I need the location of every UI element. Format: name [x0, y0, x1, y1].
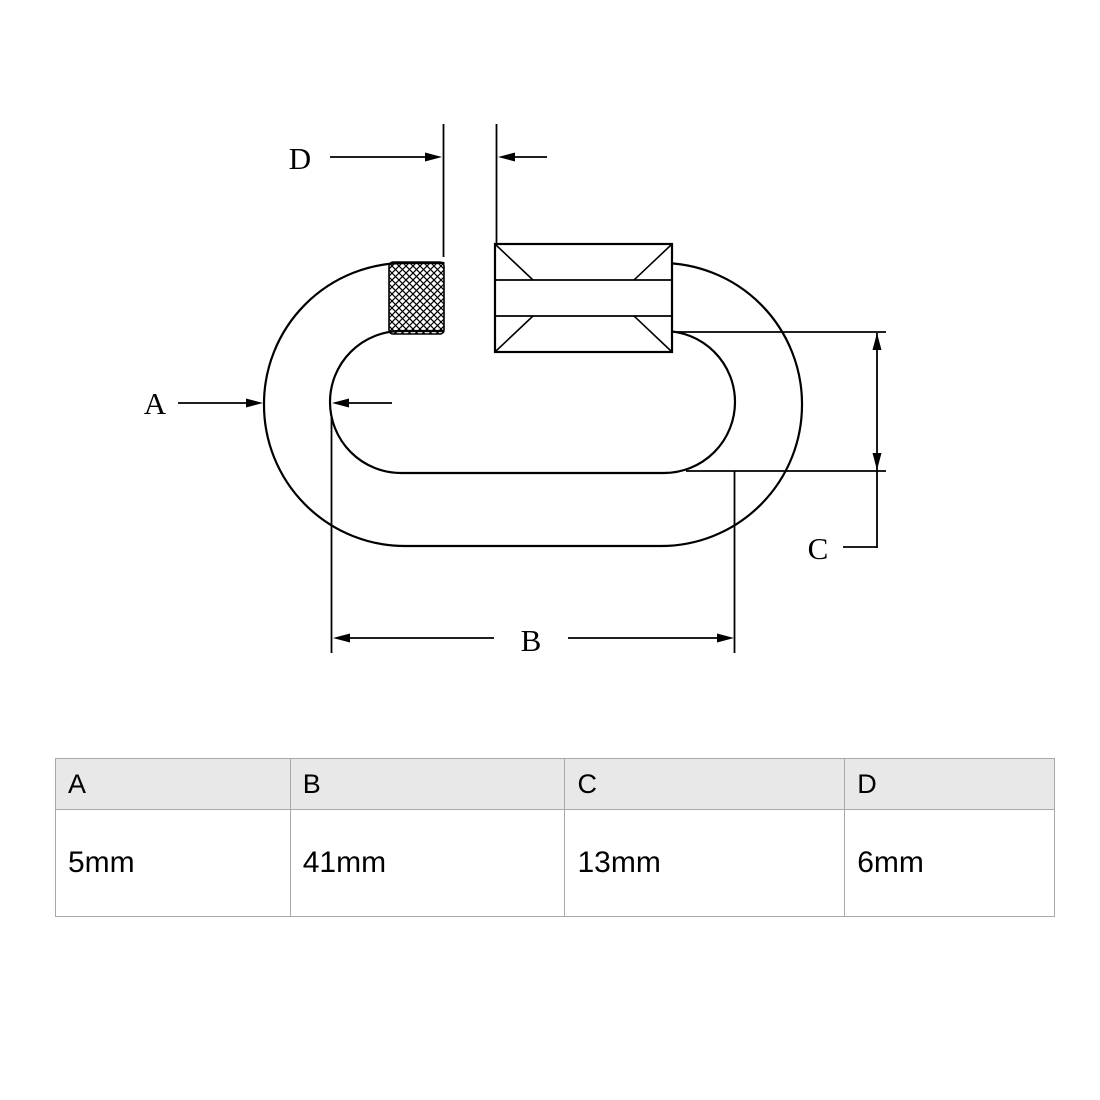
locking-nut: [493, 242, 674, 354]
arrow-down-icon: [872, 453, 882, 470]
threaded-end: [388, 261, 445, 335]
arrow-right-icon: [425, 152, 442, 162]
quick-link-technical-drawing: D A C B: [144, 124, 886, 658]
arrow-right-icon: [246, 398, 263, 408]
arrow-right-icon: [717, 633, 734, 643]
nut-outline: [493, 242, 674, 354]
arrow-left-icon: [332, 398, 349, 408]
arrow-left-icon: [498, 152, 515, 162]
table-header-a: A: [55, 758, 291, 810]
gate-opening: [444, 251, 496, 344]
dimension-c: C: [677, 331, 886, 566]
dimension-a: A: [144, 386, 392, 421]
dimension-d: D: [289, 124, 547, 257]
arrow-left-icon: [333, 633, 350, 643]
link-body: [262, 242, 804, 548]
table-value-row: 5mm 41mm 13mm 6mm: [55, 809, 1055, 917]
dimension-a-label: A: [144, 386, 167, 421]
arrow-up-icon: [872, 333, 882, 350]
table-value-c: 13mm: [564, 809, 846, 917]
table-header-d: D: [844, 758, 1055, 810]
table-header-b: B: [289, 758, 566, 810]
table-header-row: A B C D: [55, 758, 1055, 810]
table-value-d: 6mm: [844, 809, 1055, 917]
dimension-table: A B C D 5mm 41mm 13mm 6mm: [55, 758, 1055, 917]
dimension-b: B: [330, 416, 736, 658]
table-value-b: 41mm: [289, 809, 566, 917]
table-header-c: C: [564, 758, 846, 810]
table-value-a: 5mm: [55, 809, 291, 917]
dimension-b-label: B: [521, 623, 542, 658]
dimension-c-label: C: [808, 531, 829, 566]
dimension-d-label: D: [289, 141, 311, 176]
